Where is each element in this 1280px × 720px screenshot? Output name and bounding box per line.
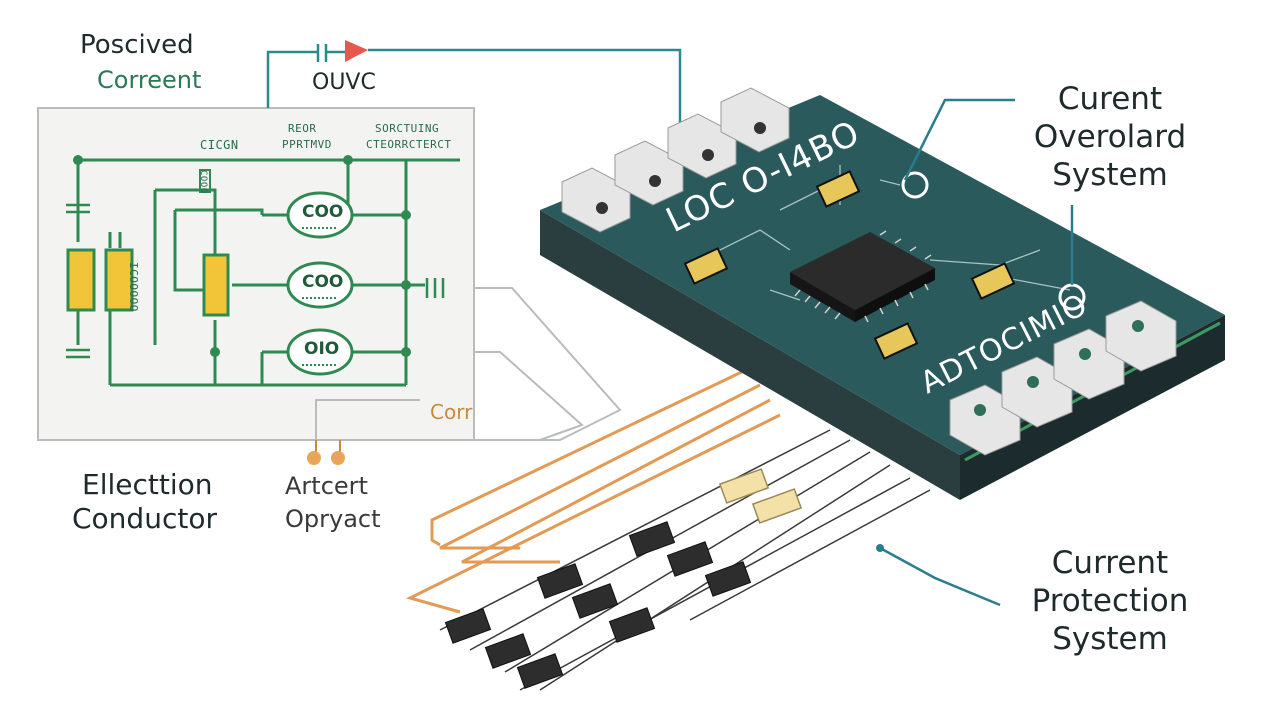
callout-overload-line-2: Overolard — [1033, 119, 1187, 155]
callout-dot — [876, 544, 884, 552]
callout-protection-system: Current Protection System — [1010, 544, 1210, 658]
label-coo-2: COO — [302, 272, 344, 292]
ground-symbols — [66, 203, 445, 359]
callout-protection-line-1: Current — [1051, 545, 1169, 581]
callout-overload-line-3: System — [1052, 157, 1168, 193]
label-ouvc: OUVC — [312, 70, 376, 95]
callout-overload-line-1: Curent — [1057, 81, 1163, 117]
board-mark-1 — [901, 171, 929, 199]
callout-lines — [879, 98, 1074, 607]
label-reor: REOR — [288, 122, 317, 135]
label-vertical-number: ICOOOOO — [127, 262, 140, 312]
label-opryact: Opryact — [285, 505, 381, 533]
schematic-arrow-outline — [474, 287, 622, 441]
callout-overload-system: Curent Overolard System — [1020, 80, 1200, 194]
callout-protection-line-2: Protection — [1031, 583, 1189, 619]
schematic-panel — [37, 40, 682, 465]
schematic-traces — [76, 158, 460, 387]
label-artcert: Artcert — [285, 472, 368, 500]
pcb-pins-back — [561, 87, 790, 233]
label-correent: Correent — [97, 66, 202, 94]
terminal-a — [307, 451, 321, 465]
pcb-pads — [683, 170, 1016, 360]
small-components — [444, 468, 803, 689]
schematic-arrow-outline-2 — [474, 351, 584, 441]
label-poscived: Poscived — [80, 30, 194, 60]
label-small-number: COOO — [198, 170, 208, 194]
label-sorctuing: SORCTUING — [375, 122, 440, 135]
ouvc-arrow — [345, 40, 368, 62]
pcb-pins-front — [949, 300, 1177, 456]
label-pprtmvd: PPRTMVD — [282, 138, 332, 151]
schematic-nodes — [73, 155, 411, 357]
oval-ticks — [302, 227, 338, 366]
label-conductor: Conductor — [72, 502, 217, 535]
label-cteorrcterct: CTEORRCTERCT — [366, 138, 452, 151]
oval-components — [286, 191, 354, 376]
label-coo-1: COO — [302, 202, 344, 222]
pcb-side-front — [540, 210, 960, 500]
schematic-frame — [37, 107, 475, 441]
label-cicgn: CICGN — [200, 138, 239, 152]
feed-wire — [266, 50, 318, 108]
pcb-board — [540, 87, 1225, 500]
label-corr: Corr — [430, 400, 473, 424]
label-oio: OIO — [304, 339, 340, 359]
terminal-b — [331, 451, 345, 465]
main-chip — [790, 230, 935, 323]
callout-protection-line-3: System — [1052, 621, 1168, 657]
resistors — [66, 169, 230, 317]
label-ellection: Ellecttion — [82, 468, 213, 501]
